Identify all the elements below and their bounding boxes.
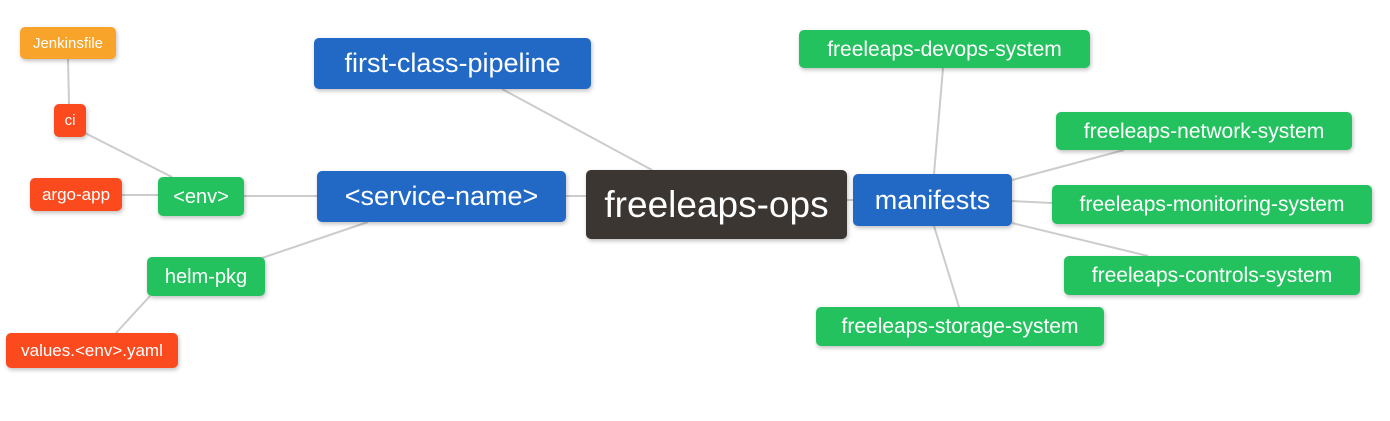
edge-manifests-controls xyxy=(1011,222,1149,257)
node-freeleaps-monitoring-system[interactable]: freeleaps-monitoring-system xyxy=(1052,185,1372,224)
node-argo-app[interactable]: argo-app xyxy=(30,178,122,211)
node-freeleaps-storage-system[interactable]: freeleaps-storage-system xyxy=(816,307,1104,346)
node-freeleaps-ops-root[interactable]: freeleaps-ops xyxy=(586,170,847,239)
node-helm-pkg[interactable]: helm-pkg xyxy=(147,257,265,296)
node-env[interactable]: <env> xyxy=(158,177,244,216)
edge-ci-env xyxy=(84,132,173,178)
edge-manifests-network xyxy=(1011,149,1125,181)
edge-pipeline-root xyxy=(501,88,653,171)
node-jenkinsfile[interactable]: Jenkinsfile xyxy=(20,27,116,59)
node-service-name[interactable]: <service-name> xyxy=(317,171,566,222)
edge-manifests-monitoring xyxy=(1011,200,1053,204)
node-freeleaps-devops-system[interactable]: freeleaps-devops-system xyxy=(799,30,1090,68)
node-manifests[interactable]: manifests xyxy=(853,174,1012,226)
node-first-class-pipeline[interactable]: first-class-pipeline xyxy=(314,38,591,89)
edge-helm-pkg-values xyxy=(115,295,151,334)
node-values-env-yaml[interactable]: values.<env>.yaml xyxy=(6,333,178,368)
edge-manifests-storage xyxy=(933,225,960,308)
edge-helm-pkg-service-name xyxy=(261,221,369,259)
node-ci[interactable]: ci xyxy=(54,104,86,137)
edge-jenkinsfile-ci xyxy=(67,58,70,105)
node-freeleaps-controls-system[interactable]: freeleaps-controls-system xyxy=(1064,256,1360,295)
edge-manifests-devops xyxy=(933,67,944,175)
node-freeleaps-network-system[interactable]: freeleaps-network-system xyxy=(1056,112,1352,150)
